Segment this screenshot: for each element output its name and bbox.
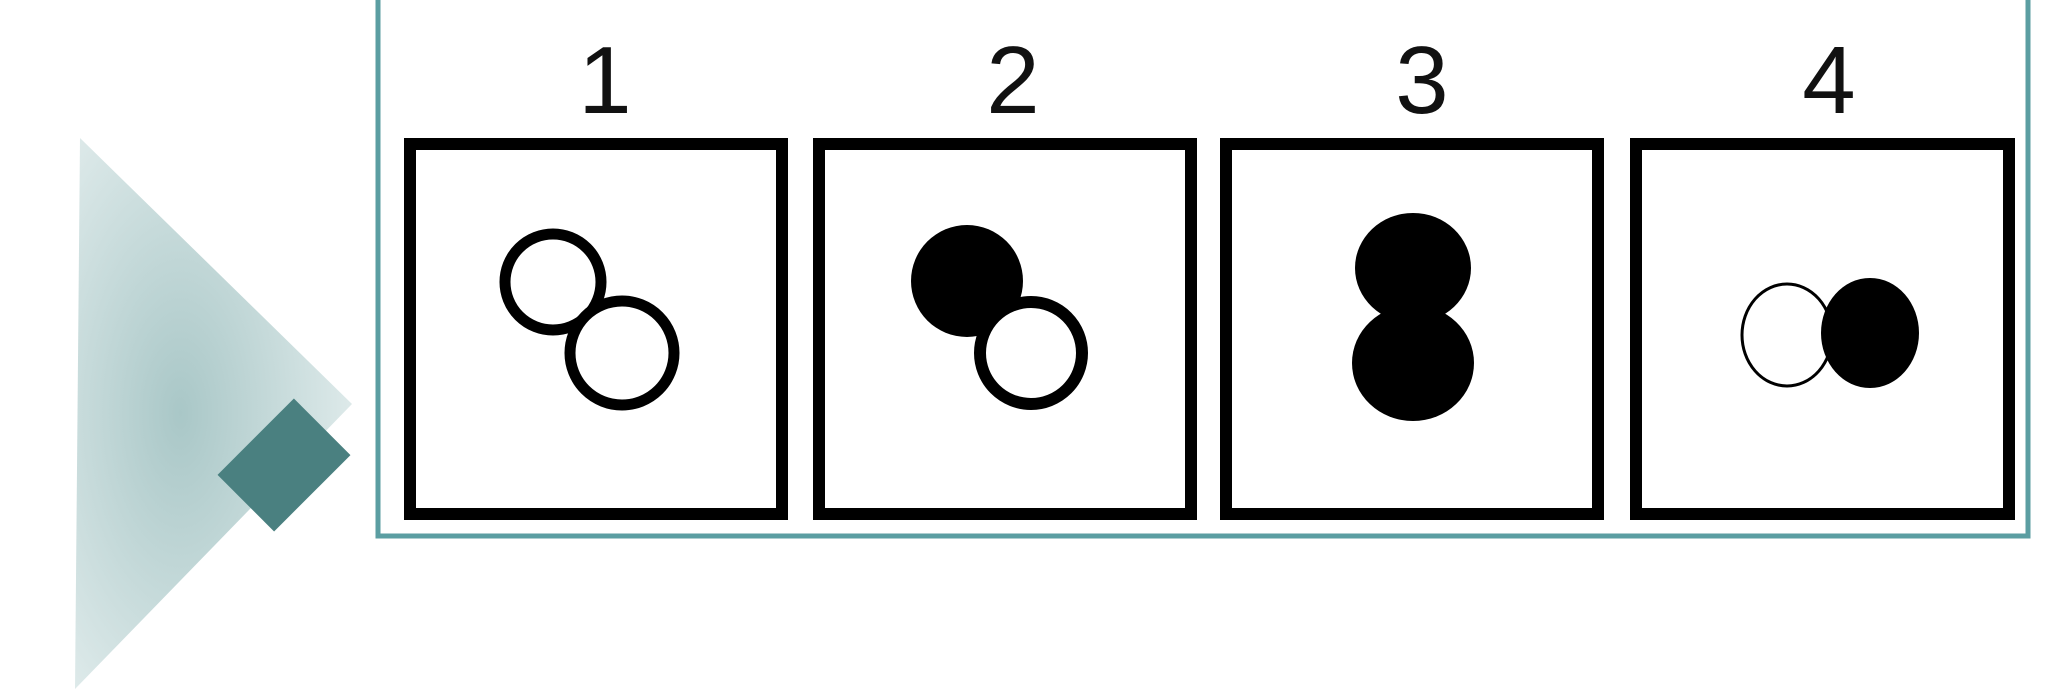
panel-number-label: 2: [986, 27, 1039, 134]
filled-circle: [1352, 305, 1474, 421]
filled-circle: [1355, 213, 1471, 323]
panel-number-label: 4: [1802, 27, 1855, 134]
panel-number-label: 1: [578, 27, 631, 134]
arrow-triangle: [75, 138, 352, 689]
panel-box: [813, 138, 1197, 520]
panel-3: 3: [1220, 27, 1604, 520]
outlined-circle: [499, 228, 607, 336]
panel-2: 2: [813, 27, 1197, 520]
panel-1: 1: [404, 27, 788, 520]
filled-circle: [1821, 278, 1919, 388]
outlined-circle: [974, 296, 1088, 410]
decorative-arrow: [75, 138, 352, 689]
panel-number-label: 3: [1395, 27, 1448, 134]
outer-frame: [375, 0, 2031, 539]
outlined-circle: [564, 295, 680, 411]
outlined-circle: [1740, 282, 1834, 388]
arrow-accent-square: [217, 398, 351, 532]
panel-4: 4: [1630, 27, 2015, 520]
